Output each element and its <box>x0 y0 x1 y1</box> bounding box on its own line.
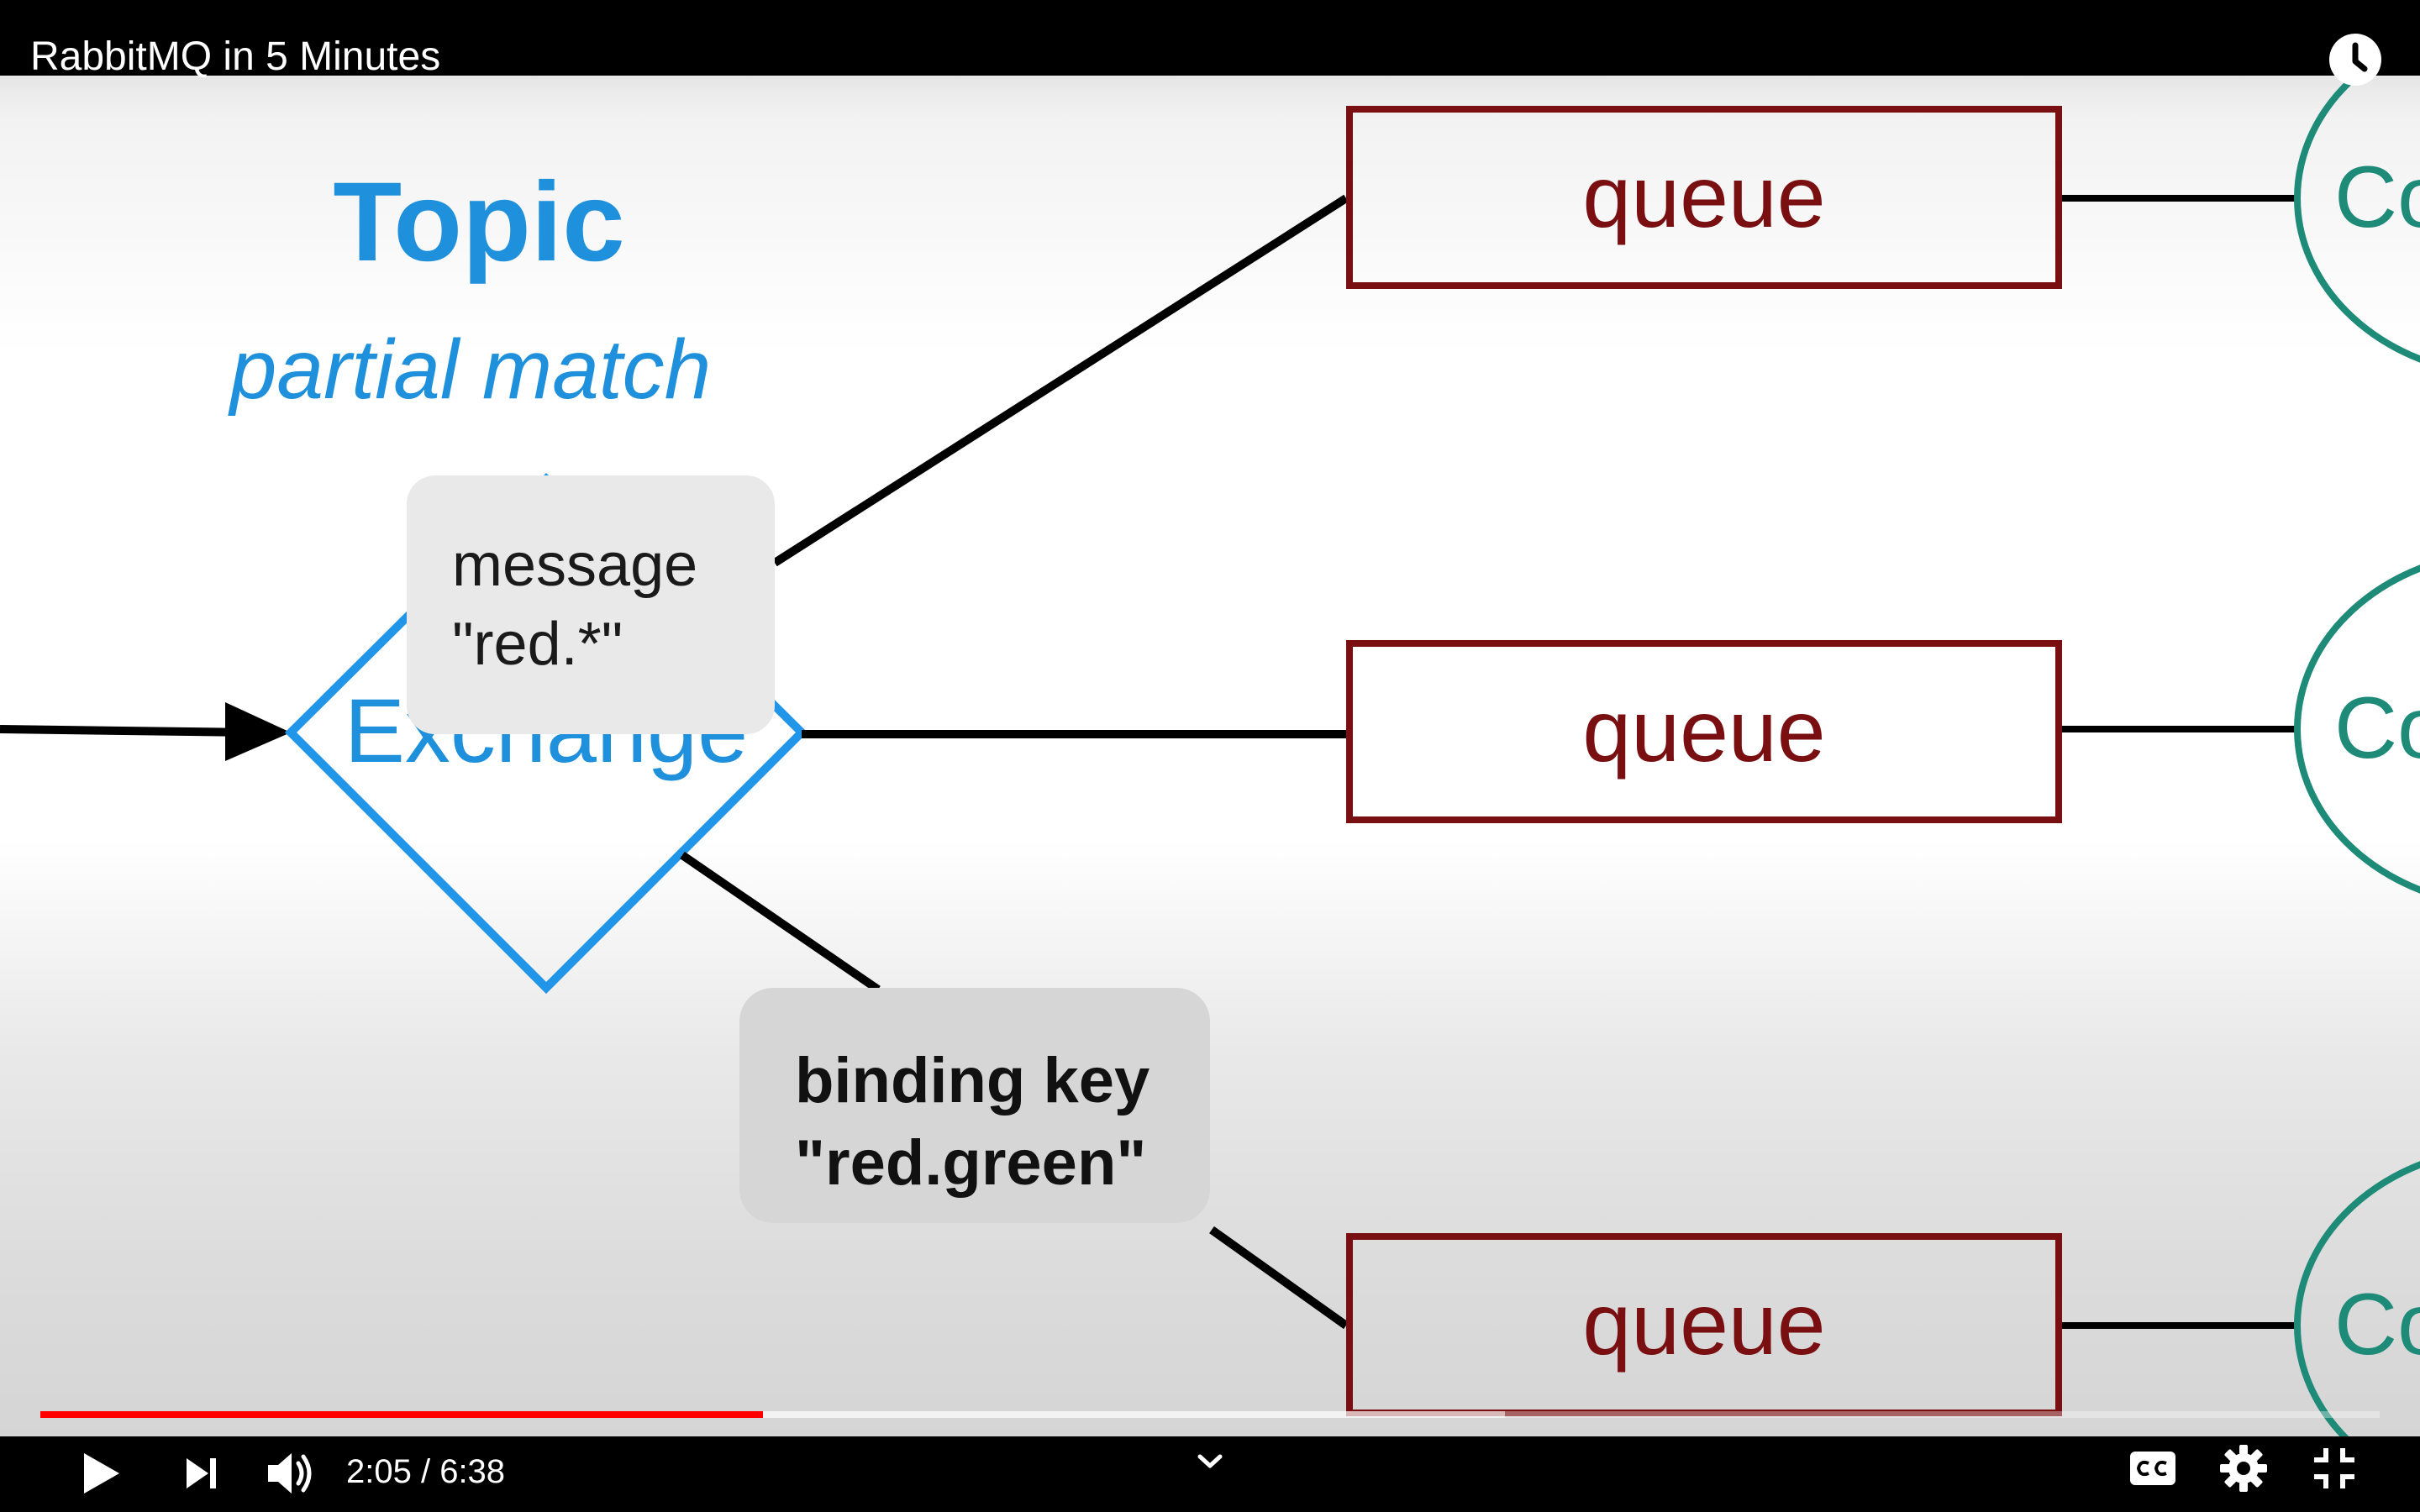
incoming-arrowhead <box>225 702 291 761</box>
volume-icon <box>268 1453 312 1494</box>
progress-buffered <box>40 1411 1505 1418</box>
watch-later-button[interactable] <box>2329 34 2381 86</box>
chevron-down-icon <box>1197 1454 1223 1468</box>
slide-subtitle: partial match <box>229 323 712 417</box>
progress-played <box>40 1411 764 1418</box>
time-display: 2:05 / 6:38 <box>346 1453 506 1490</box>
message-routing-key: "red.*" <box>452 611 623 678</box>
settings-button[interactable] <box>2210 1435 2277 1502</box>
binding-callout <box>739 988 1210 1223</box>
consumer-label-2: Co <box>2334 680 2420 777</box>
exit-fullscreen-button[interactable] <box>2299 1435 2370 1502</box>
cc-icon <box>2130 1452 2175 1485</box>
link-binding-queue-3 <box>1209 1226 1349 1330</box>
message-callout-label: message <box>452 532 698 599</box>
queue-box-1: queue <box>1346 106 2062 289</box>
player-controls-bar <box>0 1436 2420 1512</box>
progress-bar[interactable] <box>40 1411 2380 1418</box>
exit-fullscreen-icon <box>2314 1448 2354 1488</box>
chapters-chevron-button[interactable] <box>1183 1438 1237 1485</box>
play-button[interactable] <box>67 1440 134 1507</box>
clock-icon <box>2352 42 2368 72</box>
video-title[interactable]: RabbitMQ in 5 Minutes <box>30 34 441 79</box>
consumer-label-3: Co <box>2334 1276 2420 1373</box>
title-bar <box>0 0 2420 76</box>
volume-button[interactable] <box>257 1440 324 1507</box>
consumer-ellipse-3 <box>2294 1161 2420 1490</box>
link-exchange-queue-1 <box>772 194 1349 567</box>
queue-box-3: queue <box>1346 1233 2062 1416</box>
consumer-ellipse-2 <box>2294 564 2420 894</box>
consumer-label-1: Co <box>2334 149 2420 246</box>
binding-key-value: "red.green" <box>795 1127 1147 1199</box>
link-exchange-binding <box>680 851 881 994</box>
play-icon <box>84 1453 119 1494</box>
captions-button[interactable] <box>2121 1438 2185 1499</box>
queue-label: queue <box>1582 148 1826 246</box>
next-button[interactable] <box>168 1440 235 1507</box>
queue-box-2: queue <box>1346 640 2062 823</box>
slide-title: Topic <box>333 160 625 285</box>
next-icon <box>187 1458 216 1488</box>
gear-icon <box>2220 1445 2267 1492</box>
incoming-arrow-line <box>0 725 253 737</box>
message-callout <box>407 475 775 734</box>
binding-callout-label: binding key <box>795 1045 1150 1116</box>
queue-label: queue <box>1582 1275 1826 1373</box>
consumer-ellipse-1 <box>2294 34 2420 363</box>
queue-label: queue <box>1582 682 1826 780</box>
